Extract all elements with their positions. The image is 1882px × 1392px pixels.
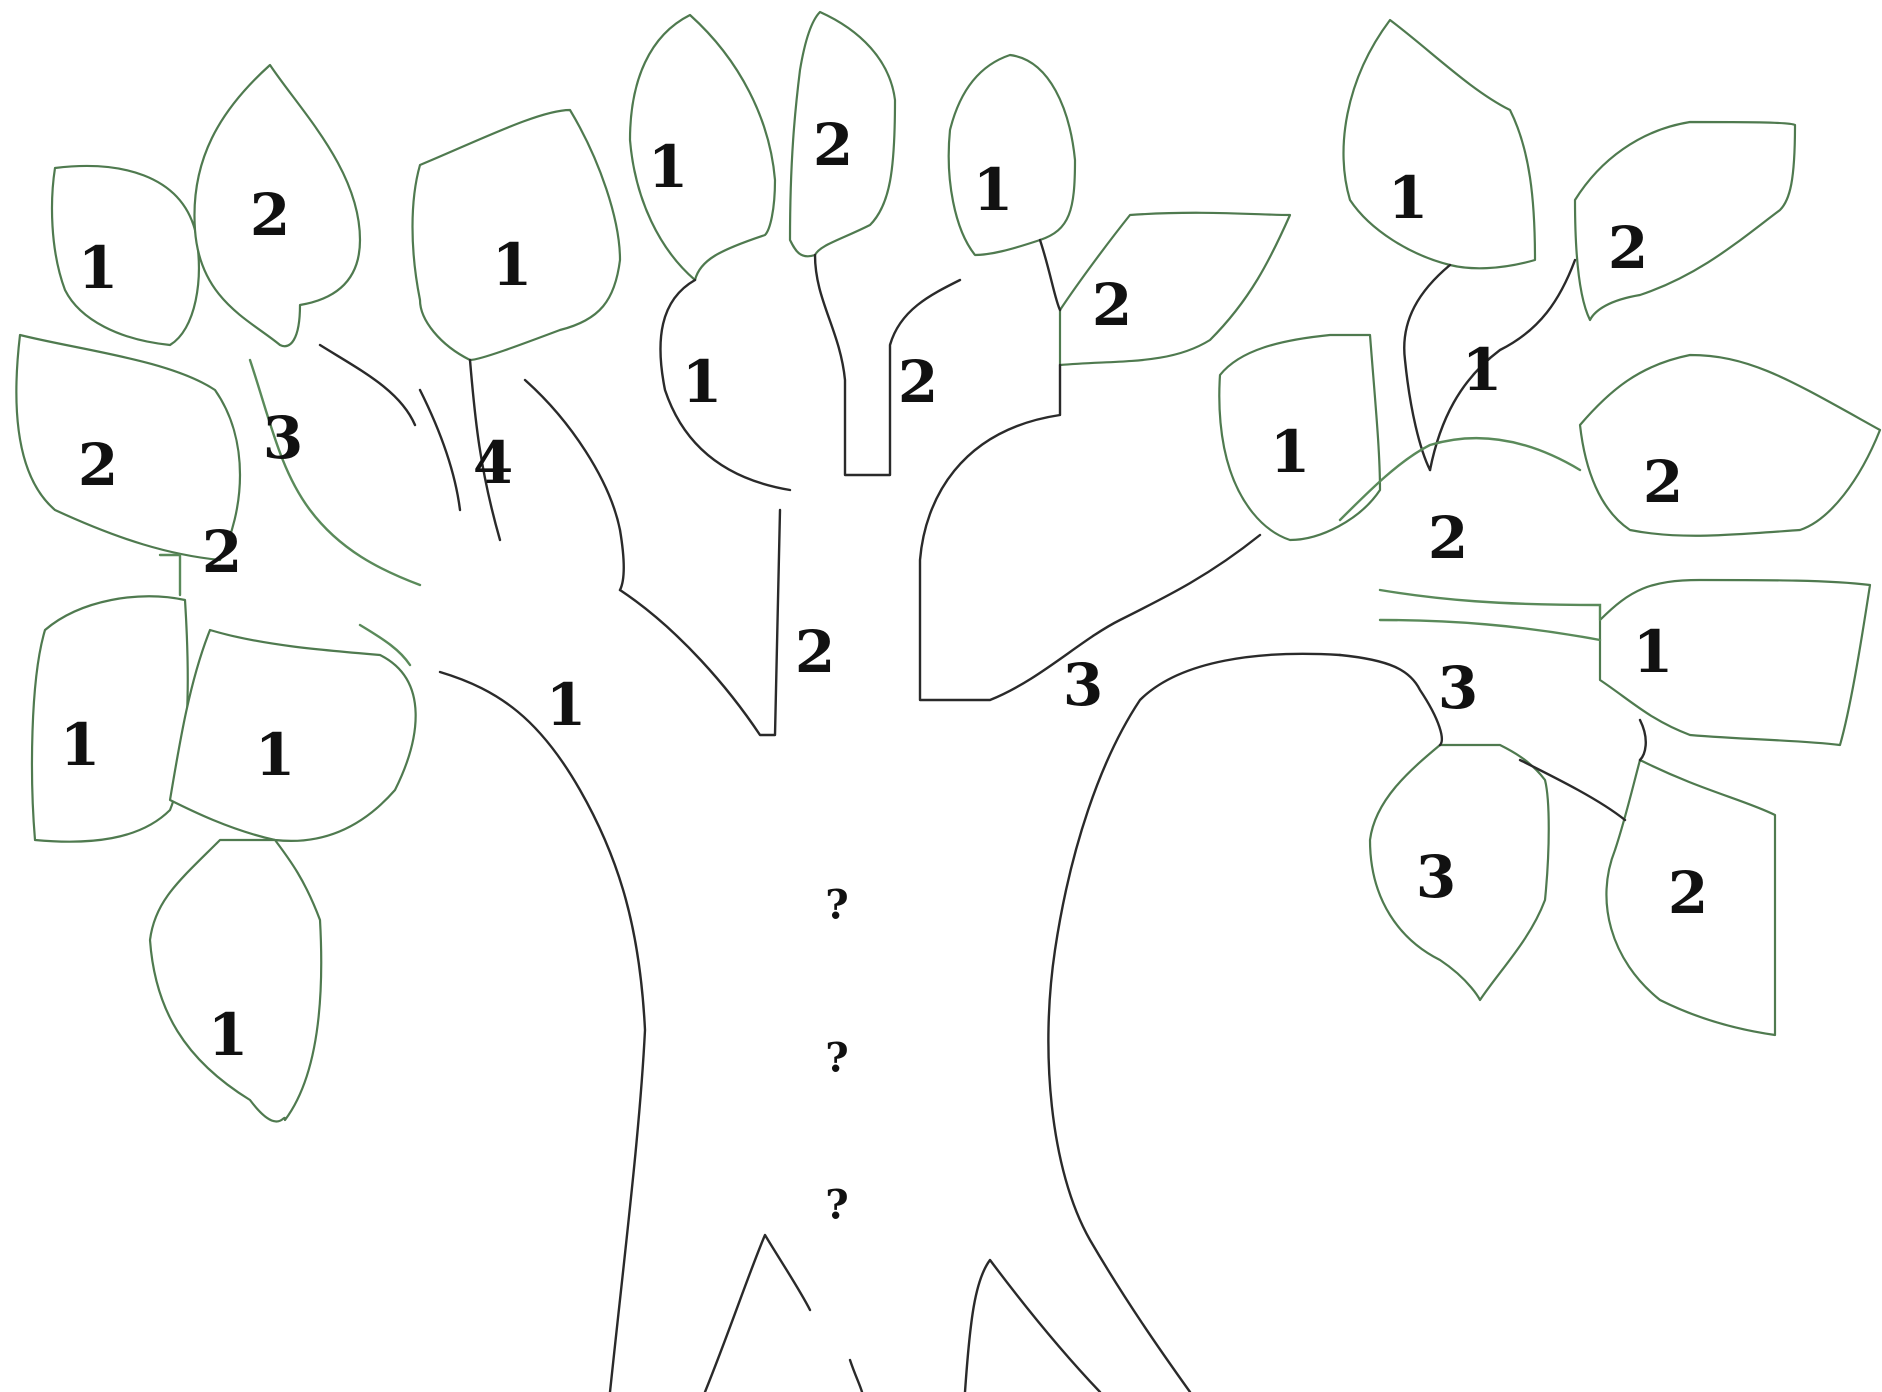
label-left-leaf-6: 1 xyxy=(255,721,295,789)
label-right-leaf-1: 1 xyxy=(1388,164,1428,232)
branch-middle-stem-1 xyxy=(660,280,790,490)
branch-middle-stem-2 xyxy=(815,255,960,475)
branch-right-1 xyxy=(1404,265,1450,470)
trunk-question-1: ? xyxy=(825,882,848,929)
root-small xyxy=(850,1360,862,1392)
label-left-leaf-1: 1 xyxy=(78,234,118,302)
leaf-right-3-bottom xyxy=(1370,745,1549,1000)
branch-right-3 xyxy=(1340,655,1442,745)
label-left-leaf-4: 2 xyxy=(78,431,118,499)
trunk-right-edge xyxy=(1048,654,1340,1392)
leaf-left-1-bottom xyxy=(150,840,321,1122)
branch-middle-left xyxy=(620,510,780,735)
label-left-branch-1: 3 xyxy=(263,404,303,472)
label-right-leaf-3: 2 xyxy=(1643,448,1683,516)
label-mid-branch-1: 1 xyxy=(682,348,722,416)
leaf-mid-1-right xyxy=(949,55,1075,255)
label-right-leaf-6: 2 xyxy=(1668,859,1708,927)
label-mid-branch-3: 2 xyxy=(795,618,835,686)
label-left-branch-3: 2 xyxy=(202,518,242,586)
trunk-question-2: ? xyxy=(825,1035,848,1082)
label-left-leaf-7: 1 xyxy=(208,1001,248,1069)
label-left-leaf-5: 1 xyxy=(60,711,100,779)
label-right-branch-1: 1 xyxy=(1462,336,1502,404)
label-right-branch-2: 2 xyxy=(1428,504,1468,572)
label-left-leaf-2: 2 xyxy=(250,181,290,249)
label-mid-leaf-4: 2 xyxy=(1092,271,1132,339)
leaf-left-1-top xyxy=(52,166,199,345)
root-left xyxy=(705,1235,810,1392)
label-right-leaf-4: 1 xyxy=(1633,618,1673,686)
label-left-leaf-3: 1 xyxy=(492,231,532,299)
label-mid-leaf-2: 2 xyxy=(813,111,853,179)
label-mid-branch-4: 3 xyxy=(1063,651,1103,719)
branch-right-2 xyxy=(1430,260,1575,470)
label-mid-leaf-3: 1 xyxy=(973,156,1013,224)
branch-middle-right xyxy=(920,365,1260,700)
leaf-right-1-top xyxy=(1343,20,1535,268)
trunk-left-edge xyxy=(440,672,645,1392)
label-left-branch-2: 4 xyxy=(473,429,513,497)
leaf-right-2-mid xyxy=(1580,355,1880,536)
branch-left-fork xyxy=(250,360,420,585)
label-mid-leaf-1: 1 xyxy=(648,133,688,201)
root-right xyxy=(965,1260,1100,1392)
label-right-leaf-5: 3 xyxy=(1416,843,1456,911)
trunk-question-3: ? xyxy=(825,1182,848,1229)
label-right-branch-3: 3 xyxy=(1438,654,1478,722)
leaf-left-1-lower xyxy=(32,596,188,841)
label-right-leaf-2: 2 xyxy=(1608,214,1648,282)
label-right-leaf-7: 1 xyxy=(1270,418,1310,486)
label-mid-branch-2: 2 xyxy=(898,348,938,416)
branch-middle-right-upper xyxy=(1040,240,1060,310)
label-left-branch-4: 1 xyxy=(546,671,586,739)
